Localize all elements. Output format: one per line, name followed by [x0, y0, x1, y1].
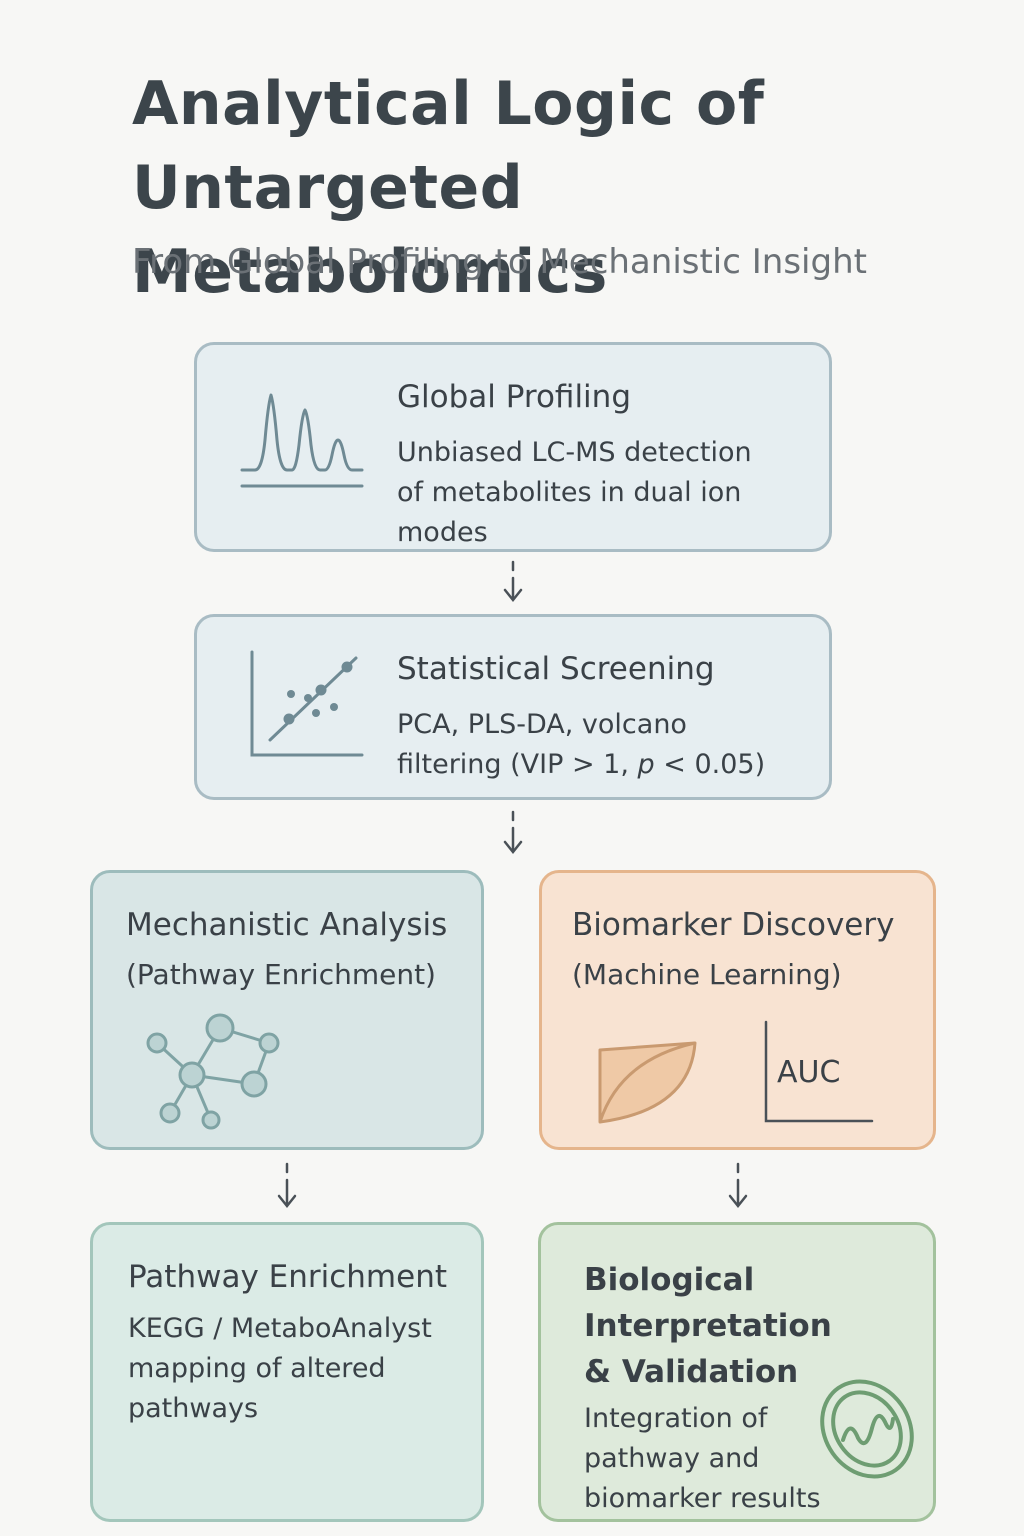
pathway-enrichment-desc-line-2: mapping of altered — [128, 1353, 386, 1384]
global-profiling-box: Global Profiling Unbiased LC-MS detectio… — [194, 342, 832, 552]
interpretation-title-line-2: Interpretation — [584, 1308, 832, 1344]
connector-arrow-1 — [503, 560, 523, 603]
interpretation-title-line-1: Biological — [584, 1262, 755, 1298]
pathway-enrichment-box: Pathway Enrichment KEGG / MetaboAnalyst … — [90, 1222, 484, 1522]
biomarker-discovery-subtitle: (Machine Learning) — [572, 958, 842, 991]
p-value-symbol: p — [637, 749, 655, 780]
global-profiling-description: Unbiased LC-MS detection of metabolites … — [397, 433, 752, 553]
interpretation-desc-line-1: Integration of — [584, 1403, 768, 1434]
scatter-plot-icon — [250, 650, 364, 757]
biological-interpretation-description: Integration of pathway and biomarker res… — [584, 1399, 821, 1519]
statistical-screening-title: Statistical Screening — [397, 651, 715, 687]
mechanistic-analysis-title: Mechanistic Analysis — [126, 907, 448, 943]
global-profiling-desc-line-2: of metabolites in dual ion — [397, 477, 742, 508]
page-subtitle: From Global Profiling to Mechanistic Ins… — [132, 242, 867, 282]
statistical-screening-desc-line-1: PCA, PLS-DA, volcano — [397, 709, 687, 740]
auc-axes-icon — [764, 1020, 874, 1123]
biological-interpretation-title: Biological Interpretation & Validation — [584, 1257, 832, 1395]
pathway-enrichment-description: KEGG / MetaboAnalyst mapping of altered … — [128, 1309, 432, 1429]
connector-arrow-4 — [728, 1162, 748, 1209]
pathway-enrichment-desc-line-1: KEGG / MetaboAnalyst — [128, 1313, 432, 1344]
connector-arrow-3 — [277, 1162, 297, 1209]
interpretation-desc-line-2: pathway and — [584, 1443, 760, 1474]
statistical-screening-desc-line-2: filtering (VIP > 1, p < 0.05) — [397, 745, 765, 785]
desc-line-2-prefix: filtering (VIP > 1, — [397, 749, 638, 780]
statistical-screening-box: Statistical Screening PCA, PLS-DA, volca… — [194, 614, 832, 800]
page-title: Analytical Logic of Untargeted Metabolom… — [132, 62, 1012, 314]
network-icon — [146, 1013, 280, 1130]
chromatogram-icon — [240, 393, 364, 488]
connector-arrow-2 — [503, 810, 523, 855]
desc-line-2-suffix: < 0.05) — [654, 749, 766, 780]
auc-label: AUC — [777, 1055, 841, 1090]
statistical-screening-description: PCA, PLS-DA, volcano filtering (VIP > 1,… — [397, 705, 765, 785]
global-profiling-desc-line-3: modes — [397, 517, 488, 548]
mitochondrion-icon — [820, 1379, 914, 1479]
global-profiling-title: Global Profiling — [397, 379, 631, 415]
roc-curve-icon — [598, 1041, 697, 1124]
global-profiling-desc-line-1: Unbiased LC-MS detection — [397, 437, 752, 468]
mechanistic-analysis-subtitle: (Pathway Enrichment) — [126, 958, 436, 991]
biological-interpretation-box: Biological Interpretation & Validation I… — [538, 1222, 936, 1522]
title-line-2: Untargeted Metabolomics — [132, 153, 608, 307]
biomarker-discovery-title: Biomarker Discovery — [572, 907, 895, 943]
pathway-enrichment-desc-line-3: pathways — [128, 1393, 259, 1424]
title-line-1: Analytical Logic of — [132, 69, 765, 139]
pathway-enrichment-title: Pathway Enrichment — [128, 1259, 448, 1295]
interpretation-desc-line-3: biomarker results — [584, 1483, 821, 1514]
interpretation-title-line-3: & Validation — [584, 1354, 799, 1390]
mechanistic-analysis-box: Mechanistic Analysis (Pathway Enrichment… — [90, 870, 484, 1150]
